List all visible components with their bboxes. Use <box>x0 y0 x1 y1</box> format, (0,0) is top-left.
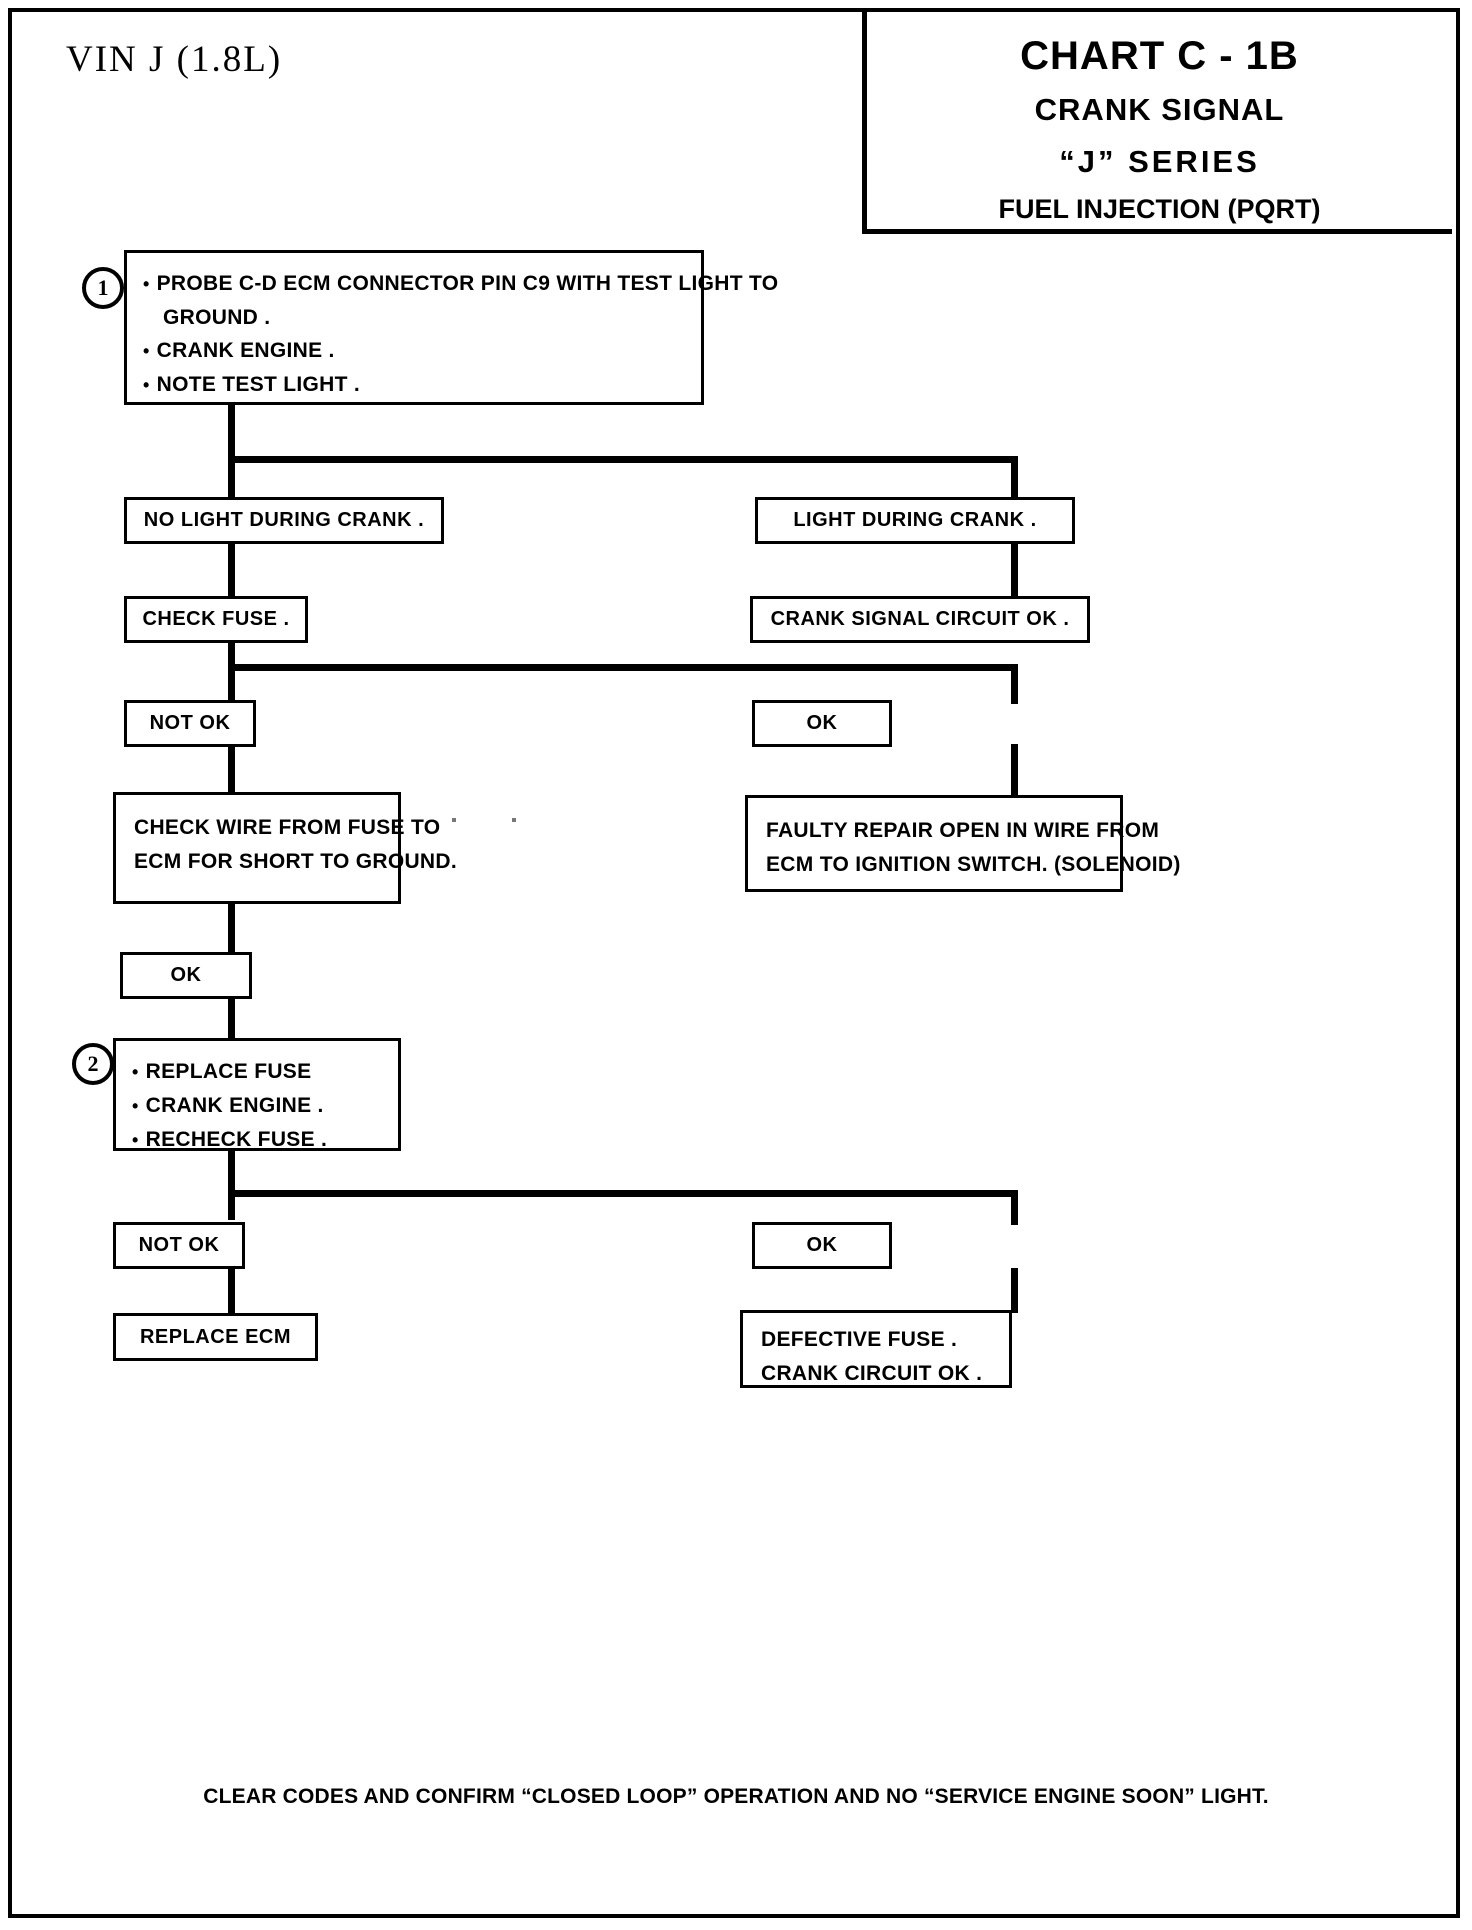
step2-bullet-3: RECHECK FUSE . <box>132 1123 398 1157</box>
connector-ok-to-faultyrepair <box>1011 744 1018 796</box>
chart-series: “J” SERIES <box>1059 144 1260 179</box>
node-ok-1: OK <box>752 700 892 747</box>
no-light-label: NO LIGHT DURING CRANK . <box>143 509 425 531</box>
faulty-repair-line-2: ECM TO IGNITION SWITCH. (SOLENOID) <box>766 853 1181 876</box>
connector-split-left-1 <box>228 456 235 511</box>
step1-bullet-3: NOTE TEST LIGHT . <box>143 368 701 402</box>
light-label: LIGHT DURING CRANK . <box>793 509 1037 531</box>
chart-title-box: CHART C - 1B CRANK SIGNAL “J” SERIES FUE… <box>862 12 1452 234</box>
step2-bullet-1: REPLACE FUSE <box>132 1055 398 1089</box>
connector-light-to-circuitok <box>1011 541 1018 603</box>
connector-split-bar-3 <box>228 1190 1018 1197</box>
faulty-repair-line-1: FAULTY REPAIR OPEN IN WIRE FROM <box>766 819 1160 842</box>
defective-fuse-line-2: CRANK CIRCUIT OK . <box>761 1362 983 1385</box>
step-number-2: 2 <box>72 1043 114 1085</box>
chart-number: CHART C - 1B <box>1020 34 1299 78</box>
node-step2-instructions: REPLACE FUSE CRANK ENGINE . RECHECK FUSE… <box>113 1038 401 1151</box>
scan-artifact-dot <box>512 818 516 822</box>
node-replace-ecm: REPLACE ECM <box>113 1313 318 1361</box>
vin-title: VIN J (1.8L) <box>66 39 283 80</box>
node-not-ok-2: NOT OK <box>113 1222 245 1269</box>
node-ok-3: OK <box>752 1222 892 1269</box>
connector-noligh-to-checkfuse <box>228 541 235 603</box>
node-light-during-crank: LIGHT DURING CRANK . <box>755 497 1075 544</box>
step1-bullet-1-cont: GROUND . <box>163 306 271 329</box>
connector-split-right-1 <box>1011 456 1018 511</box>
connector-split-bar-2 <box>228 664 1018 671</box>
not-ok-1-label: NOT OK <box>149 712 231 734</box>
circuit-ok-label: CRANK SIGNAL CIRCUIT OK . <box>770 608 1070 630</box>
replace-ecm-label: REPLACE ECM <box>139 1325 292 1348</box>
connector-ok2-to-step2 <box>228 998 235 1043</box>
scan-artifact-dot <box>452 818 456 822</box>
connector-notok2-to-replaceecm <box>228 1268 235 1313</box>
node-not-ok-1: NOT OK <box>124 700 256 747</box>
ok-2-label: OK <box>170 964 202 986</box>
chart-system: FUEL INJECTION (PQRT) <box>998 194 1321 224</box>
step-number-1: 1 <box>82 267 124 309</box>
connector-split-right-2 <box>1011 664 1018 704</box>
step1-bullet-2: CRANK ENGINE . <box>143 334 701 368</box>
step1-bullet-1: PROBE C-D ECM CONNECTOR PIN C9 WITH TEST… <box>143 267 778 301</box>
not-ok-2-label: NOT OK <box>138 1234 220 1256</box>
defective-fuse-line-1: DEFECTIVE FUSE . <box>761 1328 958 1351</box>
chart-name: CRANK SIGNAL <box>1034 92 1285 127</box>
node-crank-signal-circuit-ok: CRANK SIGNAL CIRCUIT OK . <box>750 596 1090 643</box>
node-check-wire: CHECK WIRE FROM FUSE TO ECM FOR SHORT TO… <box>113 792 457 904</box>
connector-ok3-to-defectivefuse <box>1011 1268 1018 1313</box>
page-border <box>8 8 1460 1918</box>
check-wire-line-1: CHECK WIRE FROM FUSE TO <box>134 816 441 839</box>
connector-step1-down <box>228 402 235 462</box>
node-faulty-repair: FAULTY REPAIR OPEN IN WIRE FROM ECM TO I… <box>745 795 1181 892</box>
step2-bullet-2: CRANK ENGINE . <box>132 1089 398 1123</box>
connector-step2-down <box>228 1150 235 1220</box>
node-no-light-during-crank: NO LIGHT DURING CRANK . <box>124 497 444 544</box>
connector-split-bar-1 <box>228 456 1018 463</box>
node-defective-fuse: DEFECTIVE FUSE . CRANK CIRCUIT OK . <box>740 1310 1012 1388</box>
connector-checkwire-to-ok2 <box>228 900 235 955</box>
node-ok-2: OK <box>120 952 252 999</box>
connector-notok-to-checkwire <box>228 744 235 796</box>
node-check-fuse: CHECK FUSE . <box>124 596 308 643</box>
check-wire-line-2: ECM FOR SHORT TO GROUND. <box>134 850 457 873</box>
check-fuse-label: CHECK FUSE . <box>142 608 290 630</box>
node-step1-instructions: PROBE C-D ECM CONNECTOR PIN C9 WITH TEST… <box>124 250 778 405</box>
footer-note: CLEAR CODES AND CONFIRM “CLOSED LOOP” OP… <box>203 1785 1269 1808</box>
ok-3-label: OK <box>806 1234 838 1256</box>
ok-1-label: OK <box>806 712 838 734</box>
connector-checkfuse-down <box>228 640 235 702</box>
connector-split-right-3 <box>1011 1190 1018 1225</box>
